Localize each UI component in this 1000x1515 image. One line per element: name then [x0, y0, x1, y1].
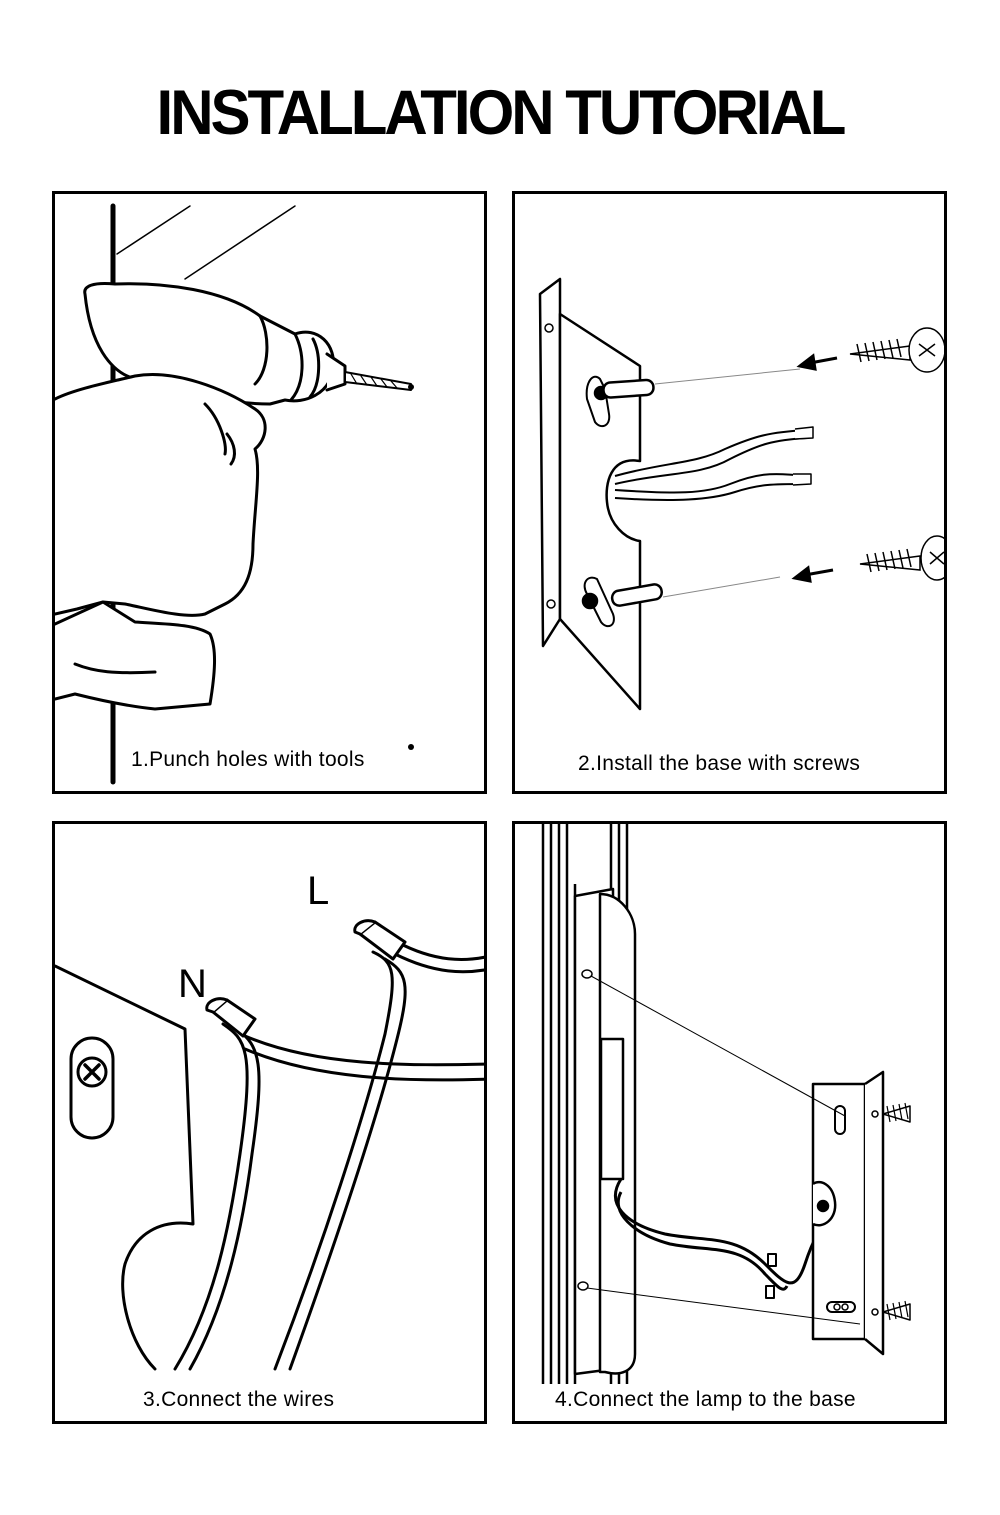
lamp-mount-illustration — [541, 824, 911, 1384]
step-4-caption: 4.Connect the lamp to the base — [555, 1388, 856, 1411]
base-install-illustration — [538, 277, 944, 711]
page-title: INSTALLATION TUTORIAL — [156, 77, 847, 148]
step-4-panel: 4.Connect the lamp to the base — [512, 821, 947, 1424]
drill-illustration — [55, 203, 414, 785]
wire-connection-illustration — [55, 919, 484, 1371]
step-1-caption: 1.Punch holes with tools — [131, 748, 365, 771]
step-1-panel: 1.Punch holes with tools — [52, 191, 487, 794]
step-3-panel: L N 3.Connect the wires — [52, 821, 487, 1424]
live-wire-label: L — [307, 869, 330, 913]
neutral-wire-label: N — [178, 962, 207, 1006]
step-2-caption: 2.Install the base with screws — [578, 752, 861, 775]
step-2-panel: 2.Install the base with screws — [512, 191, 947, 794]
step-3-caption: 3.Connect the wires — [143, 1388, 335, 1411]
